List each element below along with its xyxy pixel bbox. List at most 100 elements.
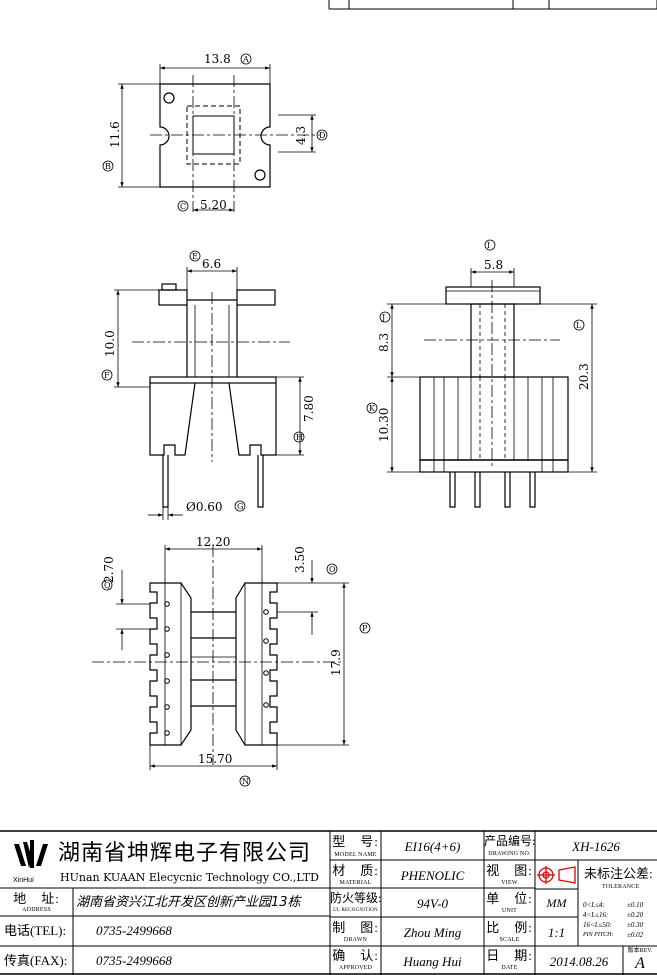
company-name-en: HUnan KUAAN Elecycnic Technology CO.,LTD	[60, 871, 319, 884]
tolerance-range: 0<L≤4:	[583, 901, 605, 909]
drawing-no-label-en: DRAWING NO.	[488, 851, 531, 857]
revision-label: 版本REV.	[627, 948, 653, 954]
top-view-hole-br	[254, 169, 266, 181]
side-view-base-foot	[419, 459, 569, 473]
material-value: PHENOLIC	[400, 868, 465, 883]
tag-f: F	[104, 371, 110, 380]
tag-p: P	[362, 624, 368, 633]
tag-n: N	[242, 777, 249, 786]
date-value: 2014.08.26	[549, 954, 609, 969]
tolerance-value: ±0.10	[627, 901, 644, 909]
flame-label: 防火等级:	[330, 891, 382, 905]
drawing-no-value: XH-1626	[572, 839, 620, 854]
tag-i: I	[487, 241, 490, 250]
dim-front-height: 10.0	[103, 330, 117, 357]
bottom-view	[92, 545, 371, 787]
tag-j: J	[381, 313, 385, 322]
front-view-base	[149, 376, 277, 384]
dim-bottom-left-pitch: 2.70	[102, 556, 116, 583]
side-view	[366, 239, 597, 508]
tag-a: A	[242, 55, 249, 64]
dim-side-total: 20.3	[577, 363, 591, 390]
revision-value: A	[635, 955, 645, 972]
tel-value: 0735-2499668	[96, 923, 172, 938]
tag-g: G	[237, 502, 243, 511]
front-view-flange-left	[158, 289, 188, 306]
side-view-pin-1	[449, 472, 456, 508]
bottom-view-left-rail	[149, 582, 192, 746]
front-view-pin-right	[257, 455, 264, 508]
fax-value: 0735-2499668	[96, 953, 172, 968]
tag-d: D	[319, 131, 325, 140]
tolerance-range: 4<L≤16:	[583, 911, 609, 919]
title-block-grid	[0, 830, 657, 975]
dim-side-top-width: 5.8	[484, 258, 503, 272]
dim-bottom-length: 17.9	[329, 649, 343, 676]
company-logo-icon	[14, 840, 48, 868]
bottom-view-right-rail	[235, 582, 278, 746]
drawing-no-label: 产品编号:	[484, 834, 536, 848]
tag-l: L	[576, 321, 582, 330]
header-table-fragment	[328, 0, 657, 10]
approved-label: 确 认:	[332, 948, 379, 963]
dim-bottom-base-width: 15.70	[198, 752, 232, 766]
date-label-en: DATE	[501, 965, 518, 971]
top-view-hole-tl	[163, 92, 175, 104]
tag-b: B	[105, 162, 111, 171]
side-view-pin-3	[504, 472, 511, 508]
dim-top-slot: 4.3	[294, 126, 308, 145]
tag-h: H	[296, 433, 303, 442]
scale-label: 比 例:	[486, 920, 533, 935]
scale-value: 1:1	[547, 925, 566, 940]
tolerance-label-en: TOLERANCE	[602, 884, 640, 890]
drawn-label-en: DRAWN	[343, 937, 368, 943]
unit-label-en: UNIT	[501, 908, 518, 914]
dim-front-base-height: 7.80	[302, 395, 316, 422]
front-view-flange-left-tab	[161, 283, 177, 291]
front-view	[101, 250, 305, 520]
tag-k: K	[369, 404, 376, 413]
material-label-en: MATERIAL	[339, 880, 372, 886]
dim-top-width: 13.8	[204, 52, 231, 66]
tolerance-range: 16<L≤50:	[583, 921, 612, 929]
model-label-en: MODEL NAME	[334, 852, 377, 858]
approved-label-en: APPROVED	[338, 965, 373, 971]
side-view-flange	[445, 286, 541, 305]
unit-label: 单 位:	[486, 891, 533, 906]
tolerance-value: ±0.02	[627, 931, 644, 939]
address-value: 湖南省资兴江北开发区创新产业园13栋	[76, 895, 301, 910]
tag-e: E	[192, 252, 198, 261]
side-view-base	[419, 376, 569, 461]
tolerance-label: 未标注公差:	[584, 866, 653, 881]
side-view-pin-4	[529, 472, 536, 508]
flame-label-en: UL RECOGNITION	[333, 908, 378, 913]
tolerance-range: PIN PITCH:	[583, 932, 614, 938]
dim-front-top-width: 6.6	[202, 257, 221, 271]
tag-q: Q	[104, 581, 111, 590]
title-block: XinHui 湖南省坤辉电子有限公司 HUnan KUAAN Elecycnic…	[0, 830, 657, 975]
front-view-flange-right	[236, 289, 276, 306]
technical-drawing: 13.8 A 11.6 B 4.3 D 5.20 C	[92, 0, 657, 787]
model-value: EI16(4+6)	[404, 839, 461, 854]
view-label: 视 图:	[486, 863, 533, 878]
dim-front-pin-dia: Ø0.60	[186, 500, 223, 514]
drawn-label: 制 图:	[332, 920, 379, 935]
date-label: 日 期:	[486, 948, 533, 963]
tel-label: 电话(TEL):	[4, 923, 67, 938]
dim-side-upper: 8.3	[377, 333, 391, 352]
model-label: 型 号:	[332, 834, 379, 849]
dim-bottom-width: 12.20	[196, 535, 230, 549]
bottom-view-pins-left	[164, 601, 170, 736]
logo-text: XinHui	[13, 877, 34, 884]
drawn-value: Zhou Ming	[403, 925, 462, 940]
address-label-en: ADDRESS	[22, 907, 51, 913]
unit-value: MM	[546, 896, 567, 910]
front-view-pin-left	[162, 455, 169, 508]
tag-c: C	[180, 202, 186, 211]
dim-side-lower: 10.30	[377, 408, 391, 442]
approved-value: Huang Hui	[403, 954, 462, 969]
dim-bottom-right-pitch: 3.50	[293, 546, 307, 573]
flame-value: 94V-0	[416, 896, 449, 911]
side-view-core	[470, 303, 515, 378]
tolerance-value: ±0.30	[627, 921, 644, 929]
